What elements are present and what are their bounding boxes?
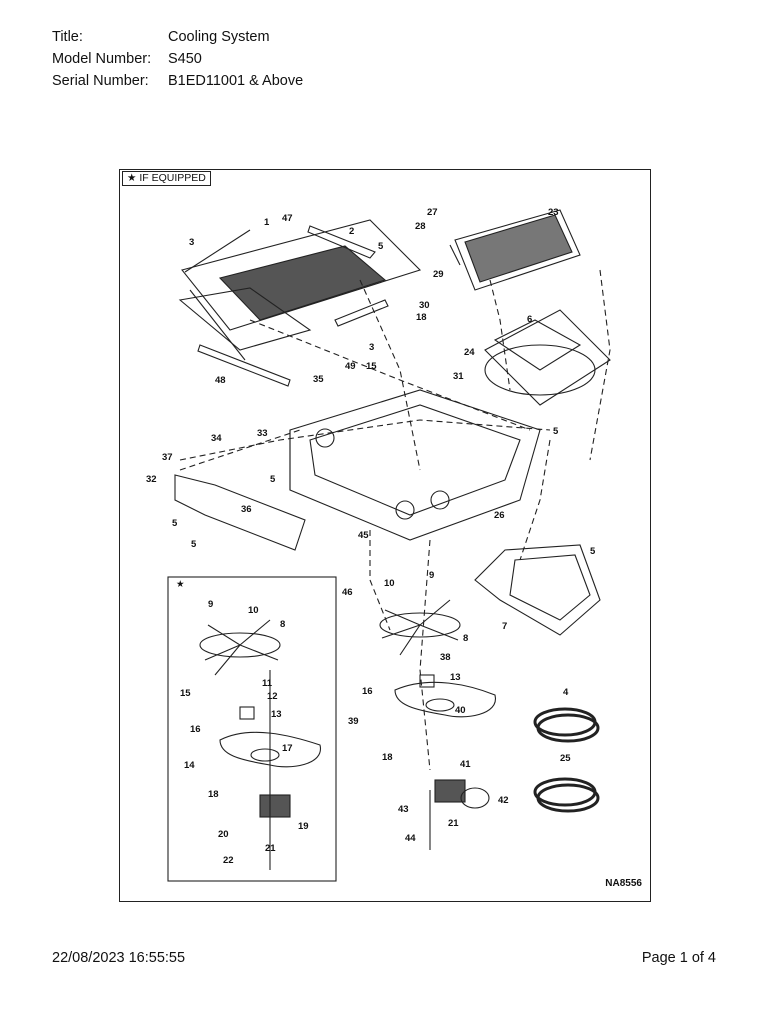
callout-10: 10 [384, 578, 395, 589]
fan-shroud [484, 309, 611, 406]
title-label: Title: [52, 29, 83, 45]
callout-36: 36 [241, 504, 252, 515]
callout-32: 32 [146, 474, 157, 485]
inset-callout-10: 10 [248, 605, 259, 616]
callout-38: 38 [440, 652, 451, 663]
callout-6: 6 [527, 314, 533, 325]
callout-5e: 5 [191, 539, 197, 550]
document-header: Title: Cooling System Model Number: S450… [52, 26, 303, 92]
callout-25: 25 [560, 753, 571, 764]
callout-18b: 18 [382, 752, 393, 763]
callout-1: 1 [264, 217, 270, 228]
callout-45: 45 [358, 530, 369, 541]
callout-9: 9 [429, 570, 435, 581]
callout-23: 23 [548, 207, 559, 218]
callout-43: 43 [398, 804, 409, 815]
inset-bracket [219, 731, 321, 768]
parts-diagram: ★ IF EQUIPPED ★ 1 47 2 3 5 27 23 28 29 3… [119, 169, 651, 902]
callout-24: 24 [464, 347, 475, 358]
engine-frame [289, 389, 541, 541]
callout-5b: 5 [553, 426, 559, 437]
title-value: Cooling System [168, 29, 270, 45]
inset-callout-16: 16 [190, 724, 201, 735]
inset-callout-22: 22 [223, 855, 234, 866]
title-row: Title: Cooling System [52, 26, 303, 48]
serial-value: B1ED11001 & Above [168, 73, 304, 89]
model-row: Model Number: S450 [52, 48, 303, 70]
inset-callout-8: 8 [280, 619, 286, 630]
callout-49: 49 [345, 361, 356, 372]
if-equipped-label: ★ IF EQUIPPED [122, 171, 211, 186]
callout-47: 47 [282, 213, 293, 224]
inset-star: ★ [176, 579, 185, 590]
callout-21: 21 [448, 818, 459, 829]
callout-4: 4 [563, 687, 569, 698]
callout-27: 27 [427, 207, 438, 218]
if-equipped-inset [167, 576, 337, 882]
callout-3b: 3 [369, 342, 375, 353]
callout-37: 37 [162, 452, 173, 463]
inset-callout-14: 14 [184, 760, 195, 771]
callout-41: 41 [460, 759, 471, 770]
callout-5c: 5 [270, 474, 276, 485]
inset-callout-11: 11 [262, 678, 273, 689]
inset-fan [199, 619, 281, 720]
callout-13: 13 [450, 672, 461, 683]
grille-panel [178, 219, 422, 387]
main-fan [379, 599, 461, 688]
inset-callout-21: 21 [265, 843, 276, 854]
callout-26: 26 [494, 510, 505, 521]
callout-44: 44 [405, 833, 416, 844]
callout-34: 34 [211, 433, 222, 444]
callout-5d: 5 [172, 518, 178, 529]
inset-callout-13: 13 [271, 709, 282, 720]
radiator [449, 209, 581, 291]
hydraulic-motor [434, 779, 490, 809]
callout-29: 29 [433, 269, 444, 280]
callout-46: 46 [342, 587, 353, 598]
callout-5f: 5 [590, 546, 596, 557]
callout-42: 42 [498, 795, 509, 806]
print-timestamp: 22/08/2023 16:55:55 [52, 950, 186, 966]
drawing-reference: NA8556 [605, 878, 642, 889]
main-bracket [394, 681, 496, 718]
inset-callout-15: 15 [180, 688, 191, 699]
callout-30: 30 [419, 300, 430, 311]
callout-40: 40 [455, 705, 466, 716]
inset-callout-20: 20 [218, 829, 229, 840]
serial-row: Serial Number: B1ED11001 & Above [52, 70, 303, 92]
callout-5: 5 [378, 241, 384, 252]
callout-48: 48 [215, 375, 226, 386]
callout-7: 7 [502, 621, 508, 632]
callout-28: 28 [415, 221, 426, 232]
side-baffle [174, 474, 306, 551]
callout-39: 39 [348, 716, 359, 727]
inset-motor [259, 794, 291, 818]
callout-33: 33 [257, 428, 268, 439]
hose-4 [533, 707, 600, 743]
callout-15: 15 [366, 361, 377, 372]
callout-3: 3 [189, 237, 195, 248]
serial-label: Serial Number: [52, 73, 149, 89]
belly-panel [474, 544, 601, 636]
callout-8: 8 [463, 633, 469, 644]
page-number: Page 1 of 4 [641, 950, 716, 966]
assembly-lines [179, 269, 611, 771]
inset-callout-9: 9 [208, 599, 214, 610]
inset-callout-18: 18 [208, 789, 219, 800]
callout-2: 2 [349, 226, 355, 237]
callout-35: 35 [313, 374, 324, 385]
callout-18: 18 [416, 312, 427, 323]
hose-25 [533, 777, 600, 813]
inset-callout-17: 17 [282, 743, 293, 754]
exploded-view-drawing [167, 209, 611, 882]
inset-callout-19: 19 [298, 821, 309, 832]
model-value: S450 [168, 51, 202, 67]
callout-31: 31 [453, 371, 464, 382]
model-label: Model Number: [52, 51, 152, 67]
callout-16: 16 [362, 686, 373, 697]
inset-callout-12: 12 [267, 691, 278, 702]
